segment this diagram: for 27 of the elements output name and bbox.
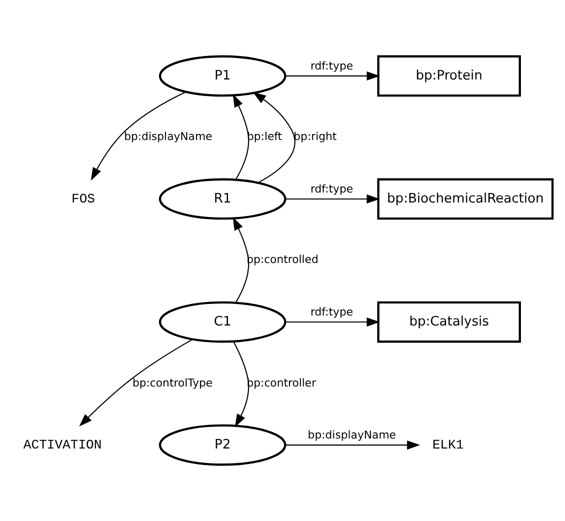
node-text: FOS xyxy=(72,191,96,206)
arrow xyxy=(79,338,193,427)
node-box: bp:Protein xyxy=(377,55,521,97)
node-box: bp:BiochemicalReaction xyxy=(377,178,554,220)
arrow xyxy=(285,71,380,81)
edge-label: bp:displayName xyxy=(308,428,396,442)
arrow xyxy=(233,341,250,428)
arrow xyxy=(285,317,380,327)
arrow xyxy=(285,440,420,450)
node-text: ELK1 xyxy=(432,437,464,452)
arrow xyxy=(232,94,250,180)
arrow xyxy=(232,217,250,304)
node-ellipse: R1 xyxy=(158,178,286,220)
edge-label: rdf:type xyxy=(310,305,354,318)
arrow xyxy=(285,194,380,204)
node-ellipse: P1 xyxy=(158,55,286,97)
edge-label: bp:right xyxy=(294,130,337,144)
edge-label: bp:displayName xyxy=(124,130,212,144)
edge-label: bp:controlType xyxy=(132,376,213,390)
node-box: bp:Catalysis xyxy=(377,301,521,343)
edge-label: rdf:type xyxy=(310,59,354,72)
edge-label: rdf:type xyxy=(310,182,354,196)
arrow xyxy=(252,92,296,184)
arrow xyxy=(90,92,186,181)
node-text: ACTIVATION xyxy=(23,437,102,452)
node-ellipse: P2 xyxy=(158,424,286,466)
node-ellipse: C1 xyxy=(158,301,286,343)
